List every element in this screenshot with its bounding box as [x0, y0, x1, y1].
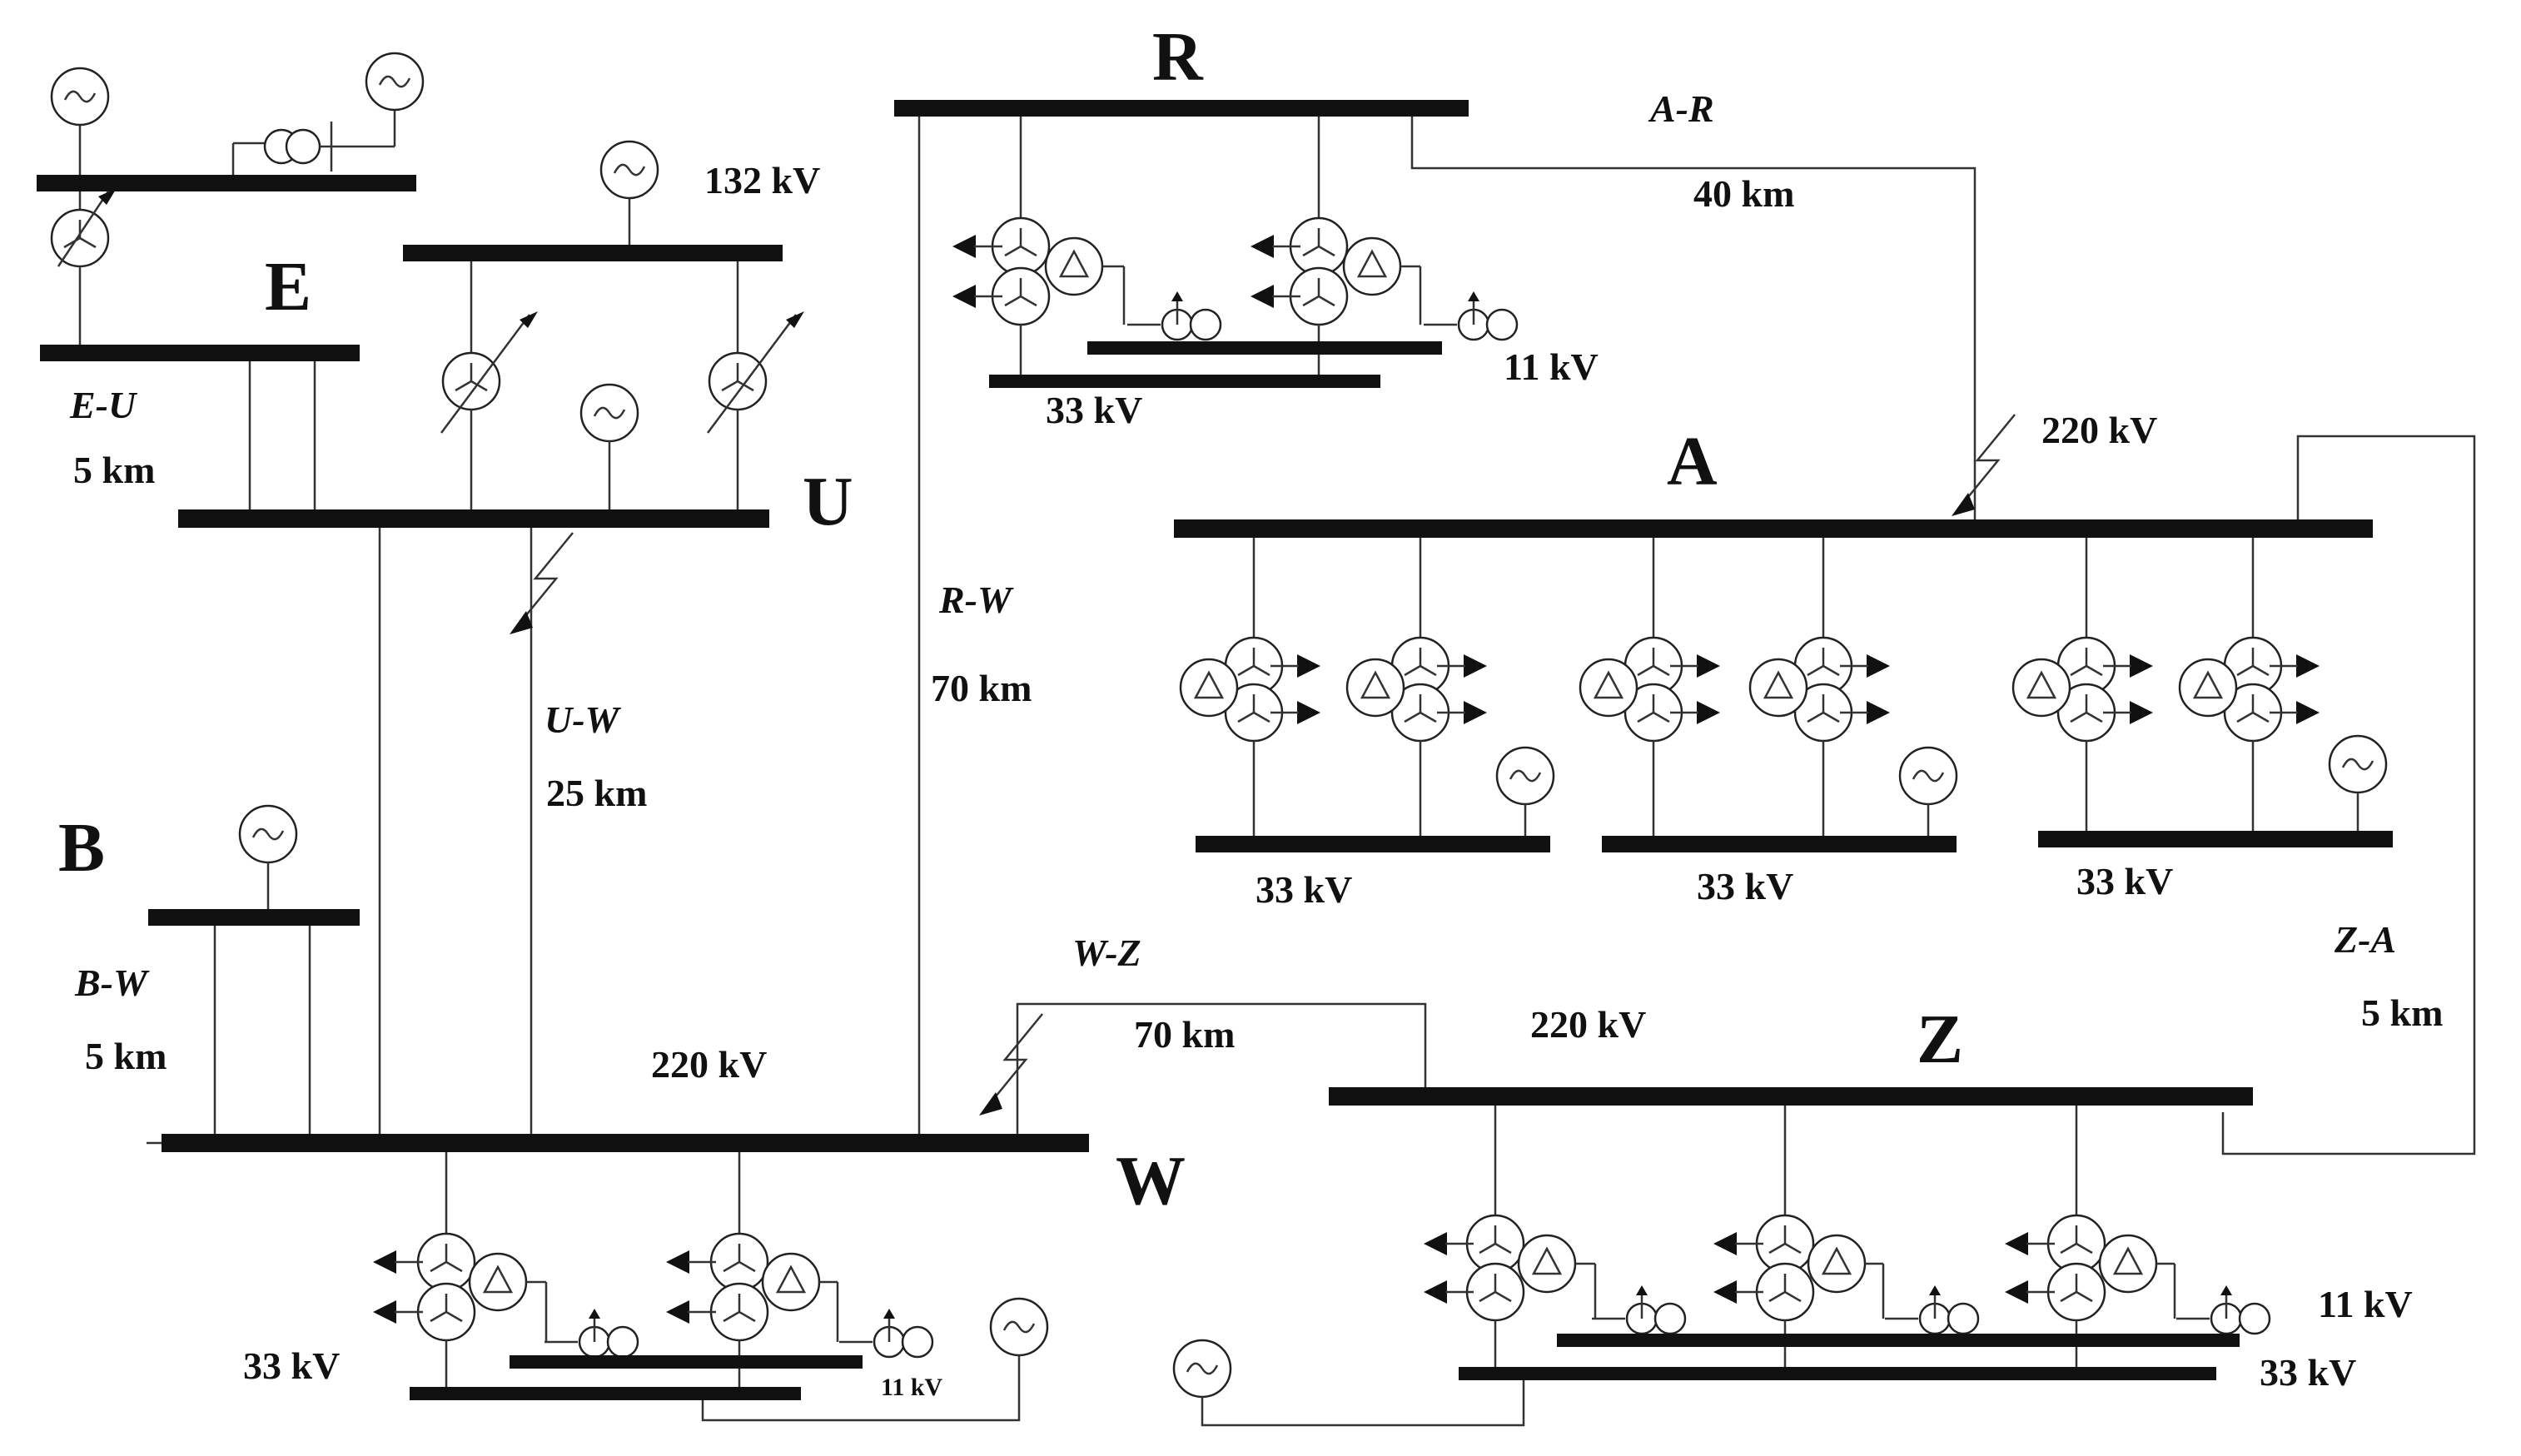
voltage-w-11kv: 11 kV — [881, 1374, 943, 1401]
line-a-r: A-R 40 km — [1410, 87, 2016, 523]
line-z-a-name: Z-A — [2334, 918, 2396, 961]
line-e-u-length: 5 km — [73, 449, 155, 491]
voltage-w-220kv: 220 kV — [651, 1043, 767, 1086]
line-b-w-length: 5 km — [85, 1035, 167, 1077]
line-z-a-length: 5 km — [2361, 991, 2443, 1034]
bus-b: B — [58, 804, 360, 926]
line-w-z-name: W-Z — [1072, 932, 1141, 974]
bus-e-label: E — [265, 248, 311, 325]
voltage-z-220kv: 220 kV — [1530, 1003, 1646, 1046]
voltage-a-33kv-1: 33 kV — [1256, 868, 1352, 911]
line-b-w-name: B-W — [74, 962, 150, 1004]
voltage-a-33kv-3: 33 kV — [2076, 860, 2173, 902]
bus-r-label: R — [1152, 18, 1204, 96]
line-u-w-length: 25 km — [546, 772, 647, 814]
line-u-w: U-W 25 km — [378, 528, 647, 1137]
line-a-r-length: 40 km — [1693, 172, 1794, 215]
bus-w-label: W — [1116, 1142, 1186, 1220]
line-r-w-length: 70 km — [931, 667, 1032, 709]
voltage-132kv: 132 kV — [704, 159, 820, 201]
bus-w: W 220 kV 33 kV 11 kV — [147, 1043, 1186, 1422]
line-r-w-name: R-W — [938, 579, 1014, 621]
bus-r: R 11 kV 33 kV — [894, 18, 1599, 1137]
voltage-r-33kv: 33 kV — [1046, 389, 1142, 431]
voltage-a-33kv-2: 33 kV — [1697, 865, 1793, 907]
bus-e-upper-section — [37, 52, 425, 348]
line-e-u-name: E-U — [69, 384, 138, 426]
bus-u: U — [178, 463, 853, 540]
bus-e: E — [40, 248, 360, 361]
line-b-w: B-W 5 km — [74, 926, 311, 1137]
line-e-u: E-U 5 km — [69, 361, 316, 518]
line-a-r-name: A-R — [1648, 87, 1714, 130]
bus-a-label: A — [1667, 423, 1718, 500]
bus-z-label: Z — [1917, 1001, 1963, 1078]
line-r-w: R-W 70 km — [931, 579, 1032, 709]
line-u-w-name: U-W — [544, 698, 622, 741]
voltage-z-11kv: 11 kV — [2318, 1283, 2413, 1325]
voltage-z-33kv: 33 kV — [2260, 1351, 2356, 1394]
bus-a: A 220 kV 33 kV — [1174, 409, 2393, 911]
line-z-a: Z-A 5 km — [2221, 435, 2476, 1155]
bus-132kv: 132 kV — [403, 140, 820, 518]
bus-u-label: U — [803, 463, 853, 540]
line-w-z: W-Z 70 km — [977, 932, 1427, 1137]
voltage-r-11kv: 11 kV — [1504, 345, 1599, 388]
bus-b-label: B — [58, 809, 105, 887]
bus-z: Z 220 kV 11 kV 33 — [1172, 1001, 2413, 1427]
line-w-z-length: 70 km — [1134, 1013, 1235, 1056]
voltage-a-220kv: 220 kV — [2041, 409, 2157, 451]
voltage-w-33kv: 33 kV — [243, 1344, 340, 1387]
